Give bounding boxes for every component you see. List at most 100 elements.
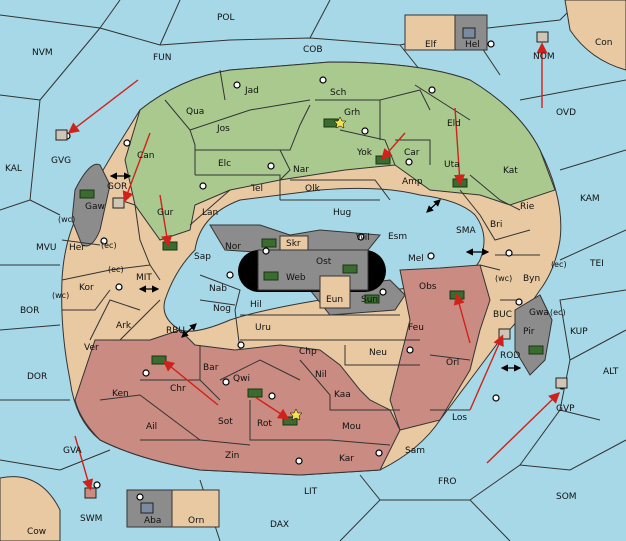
land-label-nab: Nab (209, 284, 227, 294)
land-label-obs: Obs (419, 282, 437, 292)
land-label-sun: Sun (361, 295, 378, 305)
land-label-sap: Sap (194, 252, 211, 262)
land-label-orn: Orn (188, 516, 204, 526)
sea-label-gvp: GVP (556, 404, 575, 414)
land-label-olk: Olk (305, 184, 321, 194)
fleet-swm-icon[interactable] (84, 487, 97, 499)
land-label-elf: Elf (425, 40, 437, 50)
land-label-ail: Ail (146, 422, 157, 432)
fleets (55, 27, 568, 514)
coast-note-kor-ec: (ec) (108, 265, 124, 274)
land-label-rot: Rot (257, 419, 272, 429)
sea-label-bor: BOR (20, 306, 39, 316)
land-label-eld: Eld (447, 119, 461, 129)
tank-chr-icon[interactable] (151, 355, 167, 365)
sea-label-gvg: GVG (51, 156, 71, 166)
land-label-neu: Neu (369, 348, 387, 358)
land-label-gaw: Gaw (85, 202, 105, 212)
land-label-mou: Mou (342, 422, 361, 432)
region-pir[interactable] (514, 294, 553, 376)
sea-label-dax: DAX (270, 520, 289, 530)
sea-label-gva: GVA (63, 446, 83, 456)
move-arrows (67, 42, 561, 491)
fleet-aba-icon[interactable] (140, 502, 154, 514)
fleet-gvg-icon[interactable] (55, 129, 68, 141)
sea-label-pol: POL (217, 13, 235, 23)
land-boundaries (61, 69, 540, 446)
land-label-eun: Eun (326, 295, 343, 305)
sea-label-con: Con (595, 38, 613, 48)
tank-rot-icon[interactable] (282, 408, 303, 426)
connector-arrows (109, 172, 522, 372)
land-label-qua: Qua (186, 107, 204, 117)
land-label-rie: Rie (520, 202, 535, 212)
coast-note-kor-wc: (wc) (52, 291, 69, 300)
sea-label-rod: ROD (500, 351, 520, 361)
tank-gaw-icon[interactable] (79, 189, 95, 199)
land-label-zin: Zin (225, 451, 239, 461)
land-label-bar: Bar (203, 363, 219, 373)
land-label-elc: Elc (218, 159, 231, 169)
land-label-kar: Kar (339, 454, 354, 464)
land-label-grh: Grh (344, 108, 360, 118)
tank-ost-icon[interactable] (342, 264, 358, 274)
sea-label-mit: MIT (136, 273, 152, 283)
sea-label-tei: TEI (589, 259, 604, 269)
land-label-jad: Jad (244, 86, 259, 96)
region-green-north (124, 61, 556, 241)
land-label-kor: Kor (79, 283, 94, 293)
tank-sun-icon[interactable] (364, 294, 380, 304)
sea-label-mvu: MVU (36, 243, 57, 253)
coast-note-byn-ec: (ec) (551, 260, 567, 269)
tank-qwi-icon[interactable] (247, 388, 263, 398)
sea-label-fro: FRO (438, 477, 457, 487)
land-label-gwa: Gwa (529, 308, 549, 318)
land-label-hug: Hug (333, 208, 351, 218)
sea-label-alt: ALT (603, 367, 619, 377)
land-label-tel: Tel (250, 184, 263, 194)
land-label-nog: Nog (213, 304, 231, 314)
sea-label-dor: DOR (27, 372, 47, 382)
sea-label-sma: SMA (456, 226, 476, 236)
land-label-sch: Sch (330, 88, 346, 98)
region-eun[interactable] (319, 275, 351, 309)
land-label-qwi: Qwi (233, 374, 250, 384)
fleet-nom-icon[interactable] (536, 31, 549, 43)
region-cow[interactable] (0, 476, 61, 541)
land-label-ark: Ark (116, 321, 132, 331)
land-label-byn: Byn (523, 274, 540, 284)
land-label-feu: Feu (408, 323, 424, 333)
land-label-esm: Esm (388, 232, 407, 242)
land-label-yok: Yok (356, 148, 373, 158)
tank-grh-icon[interactable] (323, 116, 347, 129)
sea-label-kup: KUP (570, 327, 588, 337)
tank-web-icon[interactable] (263, 271, 279, 281)
land-label-sam: Sam (405, 446, 425, 456)
land-label-chp: Chp (299, 347, 317, 357)
region-orn[interactable] (171, 489, 220, 528)
land-label-nil: Nil (315, 370, 327, 380)
tank-sap-icon[interactable] (162, 241, 178, 251)
sea-label-gor: GOR (107, 182, 127, 192)
sea-label-kal: KAL (5, 164, 22, 174)
fleet-gor-icon[interactable] (112, 197, 125, 209)
land-label-skr: Skr (286, 239, 301, 249)
sea-label-nvm: NVM (32, 48, 53, 58)
land-label-mel: Mel (408, 254, 424, 264)
sea-label-buc: BUC (493, 310, 512, 320)
land-labels: Elf Hel Jad Sch Qua Jos Grh Eld Can Yok … (69, 40, 549, 526)
land-label-kaa: Kaa (334, 390, 351, 400)
tank-nor-icon[interactable] (261, 238, 277, 248)
tank-pir-icon[interactable] (528, 345, 544, 355)
fleet-rod-icon[interactable] (498, 328, 511, 340)
land-label-pir: Pir (523, 327, 535, 337)
coast-note-her-wc: (wc) (58, 215, 75, 224)
region-gaw[interactable] (71, 163, 111, 247)
fleet-gvp-icon[interactable] (555, 377, 568, 389)
region-red-east (389, 264, 491, 431)
fleet-hel-icon[interactable] (462, 27, 476, 39)
land-label-nor: Nor (225, 242, 241, 252)
sea-label-swm: SWM (80, 514, 102, 524)
